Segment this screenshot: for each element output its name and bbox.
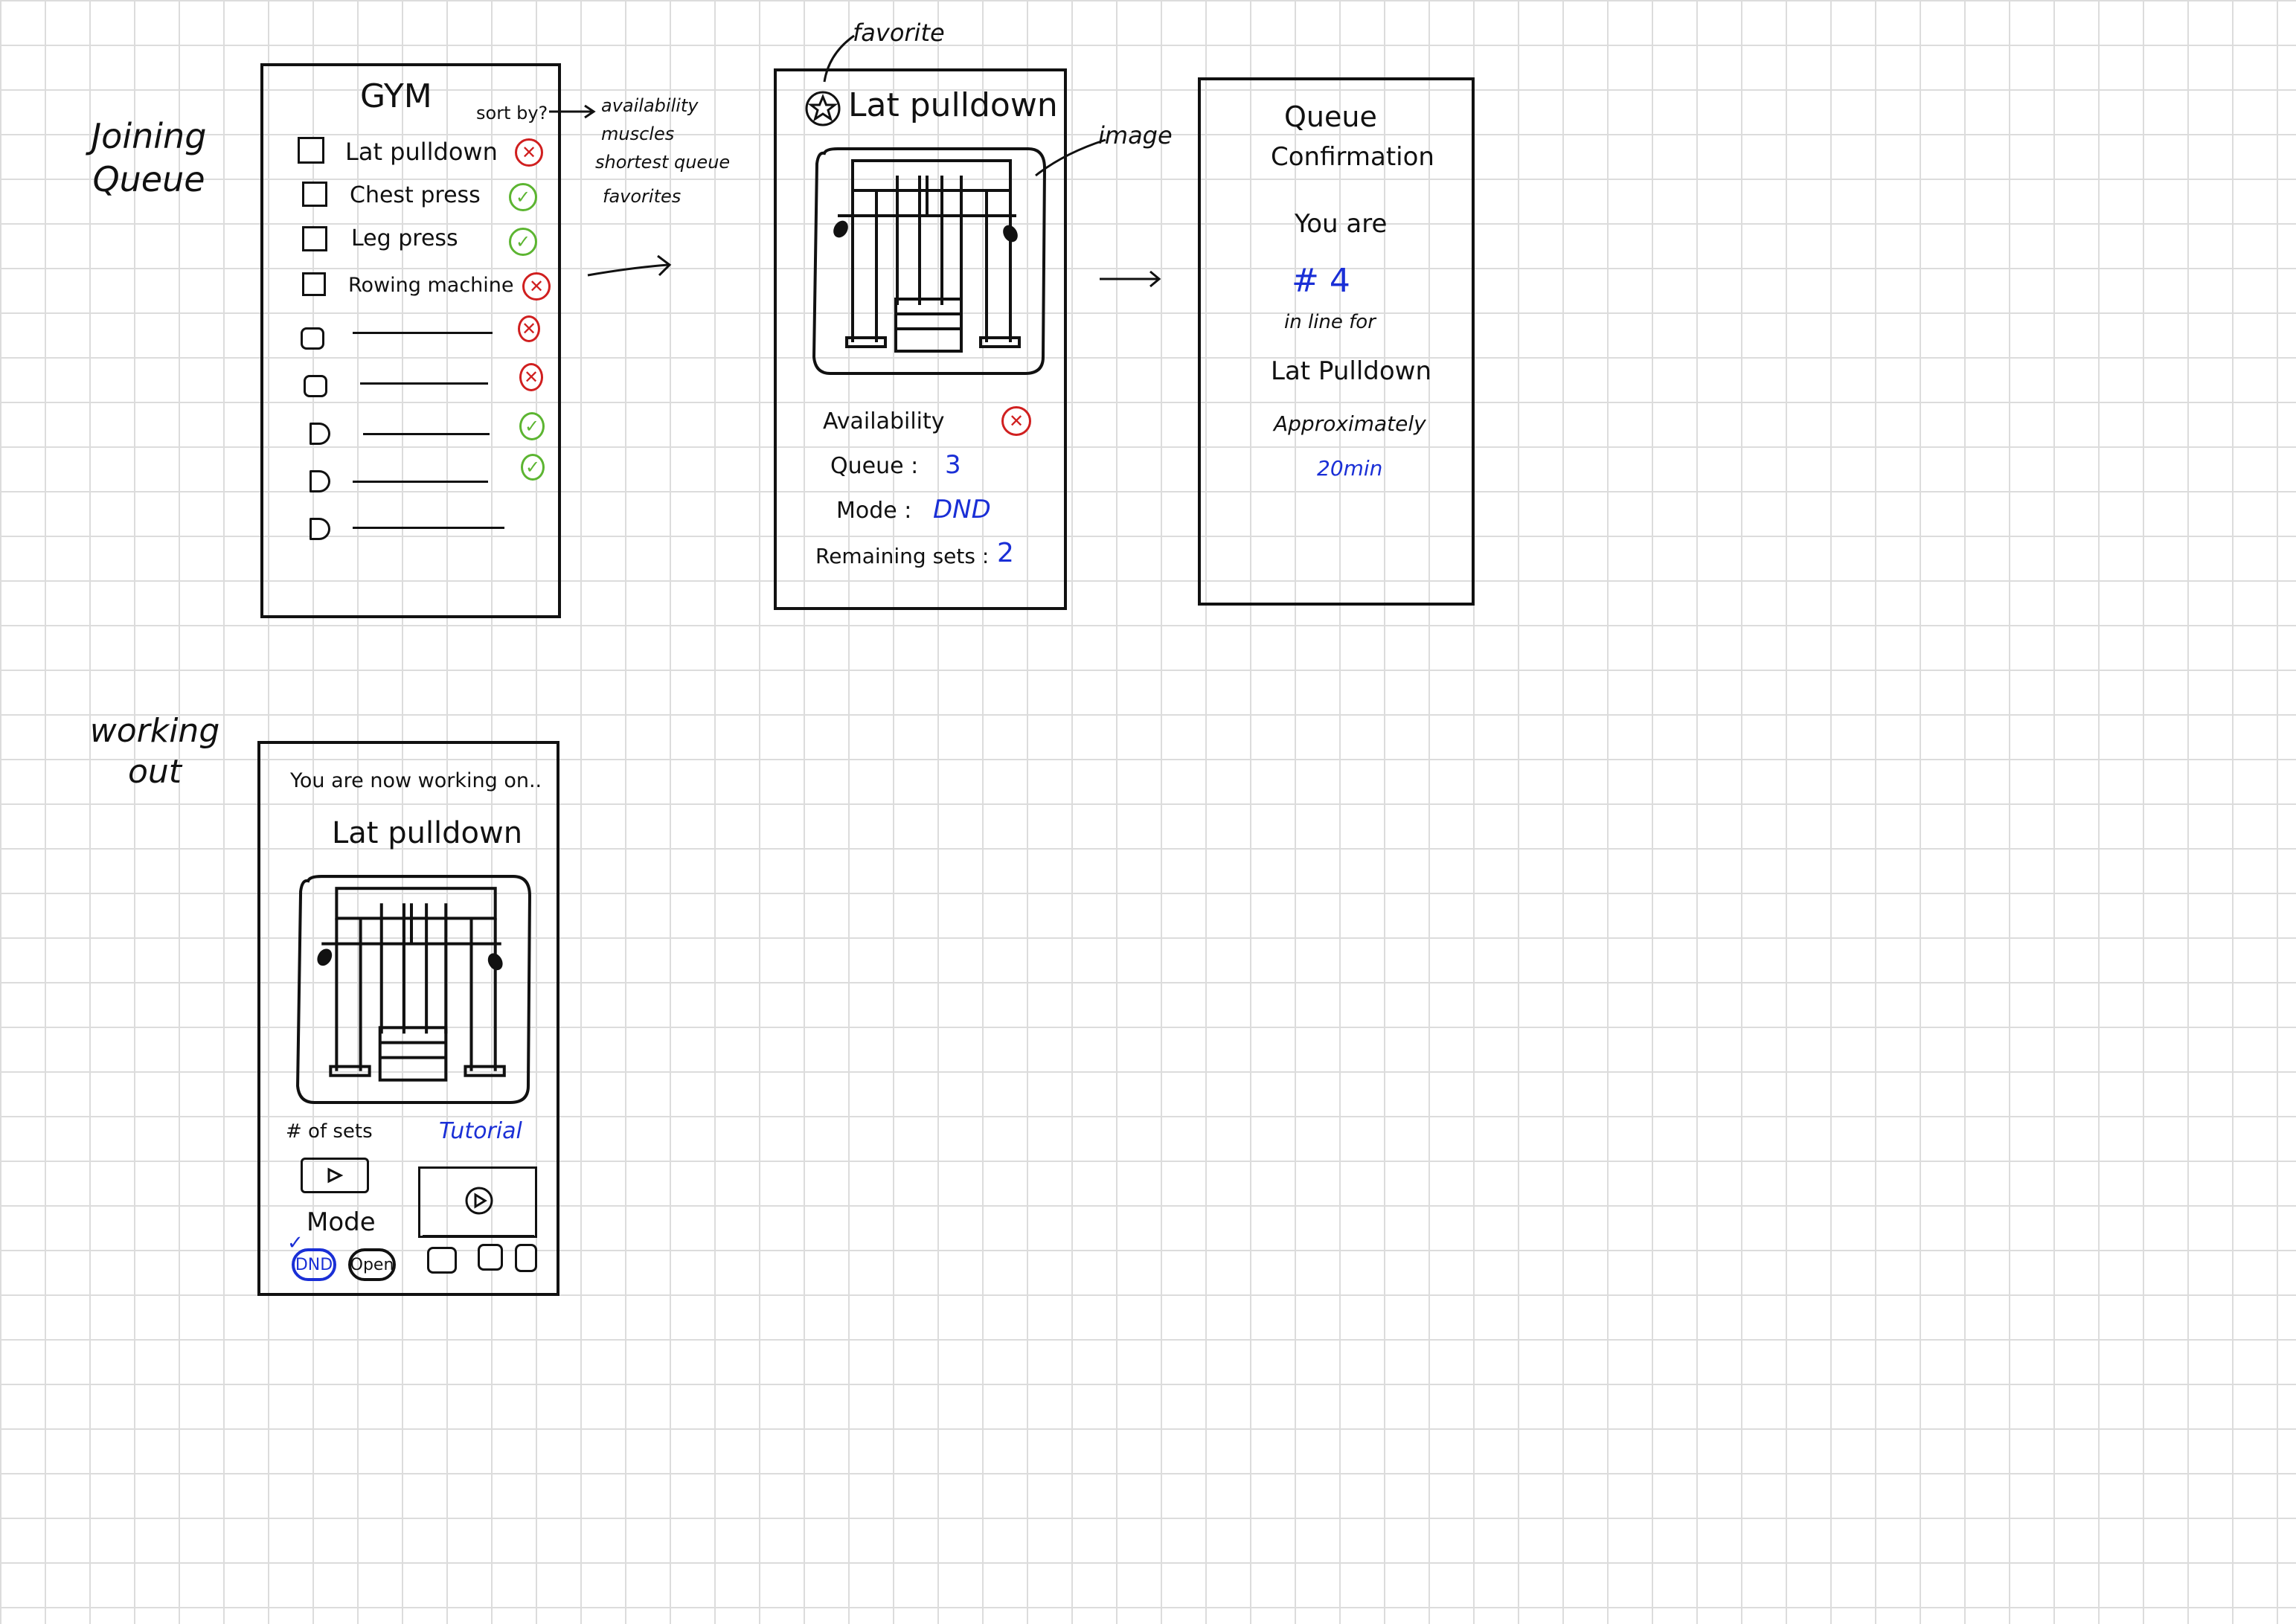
remaining-sets-value: 2 bbox=[997, 538, 1014, 568]
approximately-text: Approximately bbox=[1274, 411, 1426, 436]
annotation-favorite: favorite bbox=[853, 19, 945, 47]
check-circle-icon: ✓ bbox=[509, 183, 537, 211]
sort-arrow bbox=[549, 104, 596, 119]
row-label-lat-pulldown: Lat pulldown bbox=[345, 138, 498, 166]
check-circle-icon: ✓ bbox=[521, 454, 545, 481]
dnd-mode-button[interactable]: DND bbox=[292, 1248, 336, 1281]
screen-working-out bbox=[257, 741, 559, 1296]
section-label-joining-queue: Joining Queue bbox=[91, 116, 207, 199]
in-line-for-text: in line for bbox=[1284, 311, 1376, 333]
row-checkbox-lat-pulldown[interactable] bbox=[298, 137, 324, 164]
play-icon[interactable] bbox=[464, 1186, 494, 1216]
video-progress-line bbox=[423, 1235, 534, 1237]
x-circle-icon: ✕ bbox=[519, 363, 543, 391]
queue-label: Queue : bbox=[830, 453, 919, 479]
sort-option-favorites[interactable]: favorites bbox=[603, 186, 682, 207]
workout-machine-title: Lat pulldown bbox=[332, 816, 523, 850]
check-circle-icon: ✓ bbox=[519, 412, 545, 440]
sort-by-button[interactable]: sort by? bbox=[476, 103, 548, 123]
sort-option-availability[interactable]: availability bbox=[601, 95, 699, 116]
queue-position: # 4 bbox=[1292, 262, 1350, 300]
x-circle-icon: ✕ bbox=[515, 138, 543, 167]
screen-gym-list bbox=[260, 63, 561, 618]
machine-image bbox=[812, 147, 1047, 375]
annotation-favorite-line bbox=[823, 34, 855, 83]
confirmation-machine: Lat Pulldown bbox=[1271, 356, 1432, 386]
flow-arrow-2 bbox=[1100, 270, 1161, 288]
row-checkbox-placeholder[interactable] bbox=[301, 327, 324, 350]
open-mode-button[interactable]: Open bbox=[348, 1248, 396, 1281]
dropdown-arrow-icon bbox=[327, 1167, 344, 1184]
dnd-checkmark: ✓ bbox=[287, 1232, 304, 1254]
x-circle-icon: ✕ bbox=[522, 272, 551, 301]
video-thumbnail[interactable] bbox=[515, 1244, 537, 1272]
working-on-text: You are now working on.. bbox=[290, 769, 542, 792]
section-label-working-out: working out bbox=[89, 712, 220, 791]
row-checkbox-rowing-machine[interactable] bbox=[302, 272, 326, 296]
sort-option-shortest-queue[interactable]: shortest queue bbox=[595, 152, 731, 173]
row-label-chest-press: Chest press bbox=[350, 182, 481, 208]
screen-machine-detail bbox=[774, 68, 1067, 610]
sort-option-muscles[interactable]: muscles bbox=[601, 123, 675, 144]
star-icon[interactable] bbox=[804, 89, 842, 128]
mode-value: DND bbox=[933, 495, 991, 524]
remaining-sets-label: Remaining sets : bbox=[815, 544, 990, 568]
row-checkbox-leg-press[interactable] bbox=[302, 226, 327, 251]
row-checkbox-chest-press[interactable] bbox=[302, 182, 327, 207]
workout-machine-image bbox=[296, 875, 532, 1104]
annotation-image: image bbox=[1098, 121, 1173, 150]
row-checkbox-placeholder[interactable] bbox=[310, 470, 330, 492]
confirmation-title-2: Confirmation bbox=[1271, 142, 1434, 172]
x-circle-icon: ✕ bbox=[1001, 406, 1031, 436]
row-placeholder-line bbox=[353, 527, 504, 529]
queue-value: 3 bbox=[945, 450, 961, 480]
screen-queue-confirmation bbox=[1198, 77, 1475, 606]
x-circle-icon: ✕ bbox=[518, 315, 540, 342]
video-thumbnail[interactable] bbox=[478, 1244, 503, 1271]
row-placeholder-line bbox=[360, 382, 488, 385]
tutorial-link[interactable]: Tutorial bbox=[439, 1118, 522, 1144]
row-checkbox-placeholder[interactable] bbox=[304, 375, 327, 397]
confirmation-title-1: Queue bbox=[1284, 100, 1377, 133]
mode-label: Mode : bbox=[836, 498, 912, 524]
annotation-image-line bbox=[1035, 138, 1106, 177]
row-placeholder-line bbox=[363, 433, 490, 435]
mode-label: Mode bbox=[307, 1207, 376, 1237]
flow-arrow-1 bbox=[587, 254, 672, 277]
check-circle-icon: ✓ bbox=[509, 228, 537, 256]
machine-title: Lat pulldown bbox=[848, 86, 1058, 124]
row-label-rowing-machine: Rowing machine bbox=[348, 274, 514, 297]
row-placeholder-line bbox=[353, 332, 493, 334]
gym-title: GYM bbox=[360, 77, 432, 115]
availability-label: Availability bbox=[823, 408, 945, 434]
row-checkbox-placeholder[interactable] bbox=[310, 423, 330, 445]
estimated-time: 20min bbox=[1317, 456, 1383, 481]
row-checkbox-placeholder[interactable] bbox=[310, 518, 330, 540]
row-placeholder-line bbox=[353, 481, 488, 483]
you-are-text: You are bbox=[1295, 209, 1388, 239]
video-thumbnail[interactable] bbox=[427, 1247, 457, 1274]
sets-label: # of sets bbox=[286, 1120, 373, 1143]
row-label-leg-press: Leg press bbox=[351, 225, 458, 251]
sets-dropdown[interactable] bbox=[301, 1158, 369, 1193]
